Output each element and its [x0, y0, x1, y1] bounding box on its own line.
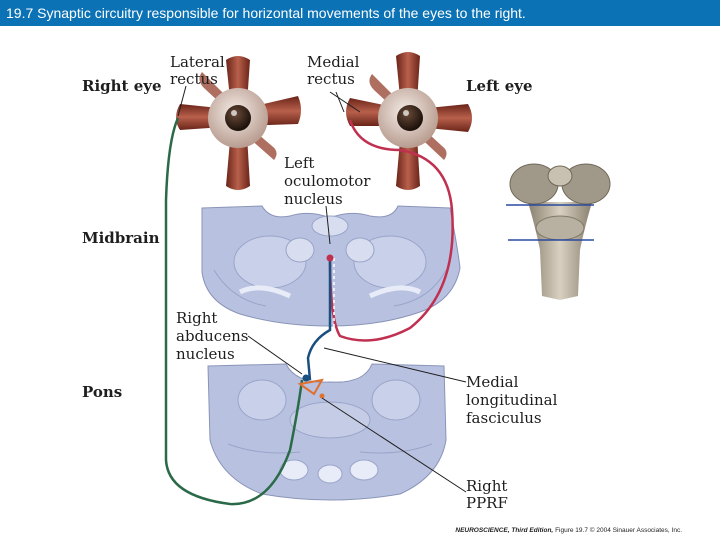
medial-rectus-label-line2: rectus: [307, 70, 355, 88]
midbrain-label: Midbrain: [82, 229, 160, 247]
pons-label: Pons: [82, 383, 122, 401]
medial-rectus-label-line1: Medial: [307, 53, 360, 71]
pons-section: [207, 363, 447, 501]
left-eye-illustration: [346, 52, 472, 190]
mlf-label-line1: Medial: [466, 373, 519, 391]
left-oculomotor-label-line3: nucleus: [284, 190, 343, 208]
right-pprf-marker: [297, 378, 324, 396]
credit-figure: Figure 19.7: [555, 527, 588, 534]
leader-lines: [177, 85, 467, 493]
abducens-nerve-pathway: [164, 117, 304, 506]
left-eye-label: Left eye: [466, 77, 533, 95]
mlf-pathway: [306, 258, 332, 381]
right-pprf-dot: [319, 393, 325, 399]
left-oculomotor-label-line1: Left: [284, 154, 314, 172]
pprf-label-line1: Right: [466, 477, 507, 495]
mlf-label-line3: fasciculus: [466, 409, 542, 427]
mlf-label-line2: longitudinal: [466, 391, 558, 409]
oculomotor-nerve-pathway: [328, 119, 454, 342]
lateral-rectus-label-line1: Lateral: [170, 53, 225, 71]
pprf-label-line2: PPRF: [466, 494, 508, 512]
credit-rights: © 2004 Sinauer Associates, Inc.: [590, 526, 682, 534]
right-eye-illustration: [176, 56, 301, 190]
left-oculomotor-label-line2: oculomotor: [284, 172, 371, 190]
slide-title: 19.7 Synaptic circuitry responsible for …: [0, 0, 720, 26]
right-abducens-label-line2: abducens: [176, 327, 248, 345]
right-abducens-nucleus-dot: [302, 374, 310, 382]
brainstem-inset: [506, 163, 611, 300]
figure-credit: NEUROSCIENCE, Third Edition, Figure 19.7…: [455, 526, 682, 534]
lateral-rectus-label-line2: rectus: [170, 70, 218, 88]
left-oculomotor-nucleus-dot: [326, 254, 334, 262]
right-abducens-label-line3: nucleus: [176, 345, 235, 363]
right-abducens-label-line1: Right: [176, 309, 217, 327]
right-eye-label: Right eye: [82, 77, 162, 95]
credit-book: NEUROSCIENCE, Third Edition,: [455, 527, 553, 534]
